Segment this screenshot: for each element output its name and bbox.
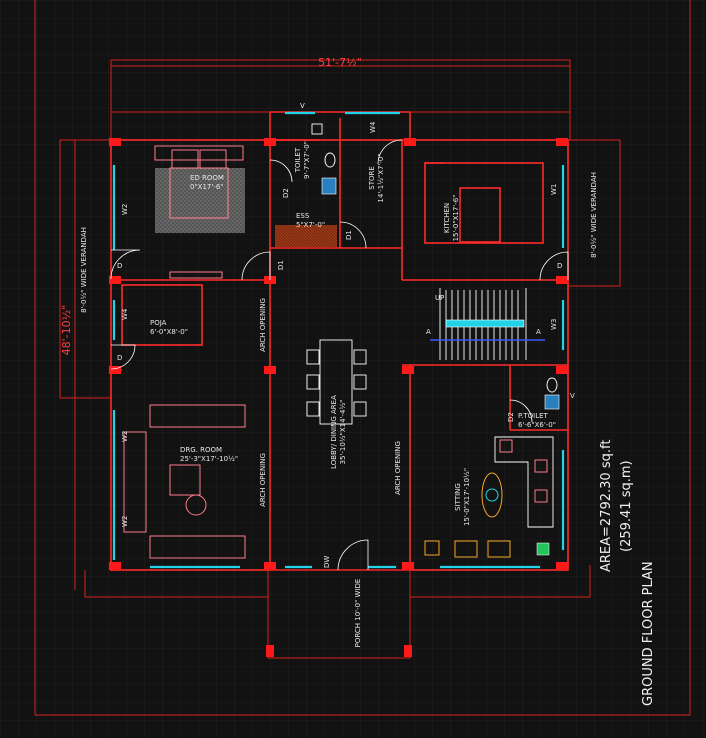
toilet-label: TOILET (294, 147, 302, 173)
door-tag: D (117, 354, 122, 362)
bedroom-bed (154, 145, 245, 279)
door-d2-tag: D2 (282, 188, 290, 198)
plan-title: GROUND FLOOR PLAN (641, 561, 656, 706)
main-staircase (430, 288, 545, 360)
vent-v-tag: V (570, 392, 575, 400)
door-swings (110, 139, 569, 571)
press-size: 5"X7'-0" (296, 221, 325, 229)
window-w4-tag: W4 (369, 121, 377, 133)
store-label: STORE (368, 166, 376, 190)
window-w3-tag: W3 (550, 319, 558, 330)
bedroom-label: ED ROOM (190, 174, 224, 182)
stair-up-tag: UP (435, 294, 444, 302)
depth-dim-label: 48'-10½" (60, 305, 73, 356)
door-dw-tag: DW (323, 556, 331, 568)
depth-dimension: 48'-10½" (60, 140, 76, 590)
section-a-tag: A (536, 328, 541, 336)
window-w2-tag: W2 (121, 204, 129, 215)
room-labels: ED ROOM 0"X17'-6" TOILET 9'-7"X7'-0" STO… (80, 141, 598, 647)
verandah-right-label: 8'-0½" WIDE VERANDAH (590, 172, 598, 258)
pooja-label: POJA (150, 319, 167, 327)
kitchen-size: 15'-0"X17'-6" (452, 195, 460, 242)
arch-opening-tag: ARCH OPENING (259, 453, 267, 507)
porch-label: PORCH 10'-0" WIDE (354, 579, 362, 648)
press-stair (275, 225, 337, 247)
door-d1-tag: D1 (345, 230, 353, 240)
door-tag: D (557, 262, 562, 270)
store-size: 14'-1½"X7'-0" (377, 153, 385, 202)
arch-opening-tag: ARCH OPENING (394, 441, 402, 495)
plan-annotation: AREA=2792.30 sq.ft (259.41 sq.m) GROUND … (599, 440, 656, 706)
drawing-room-sofas (123, 404, 246, 559)
door-d1-tag: D1 (277, 260, 285, 270)
windows (112, 111, 565, 569)
sitting-size: 15'-0"X17'-10½" (463, 468, 471, 526)
width-dimension: 51'-7½" (111, 56, 570, 69)
p-toilet-fixtures (544, 377, 560, 410)
toilet-size: 9'-7"X7'-0" (303, 141, 311, 179)
door-tag: D (117, 262, 122, 270)
drawing-room-label: DRG. ROOM (180, 446, 222, 454)
kitchen-label: KITCHEN (443, 203, 451, 233)
verandah-left-label: 8'-0½" WIDE VERANDAH (80, 227, 88, 313)
p-toilet-label: P.TOILET (518, 412, 549, 420)
bedroom-size: 0"X17'-6" (190, 183, 224, 191)
window-w4-tag: W4 (121, 308, 129, 320)
press-label: ESS (296, 212, 310, 220)
section-a-tag: A (426, 328, 431, 336)
window-w1-tag: W1 (550, 184, 558, 195)
width-dim-label: 51'-7½" (318, 56, 362, 69)
p-toilet-size: 6'-6"X6'-0" (518, 421, 556, 429)
walls (110, 111, 569, 659)
dining-table (306, 339, 367, 425)
pooja-size: 6'-0"X8'-0" (150, 328, 188, 336)
window-w2-tag: W2 (121, 516, 129, 527)
arch-opening-tag: ARCH OPENING (259, 298, 267, 352)
tags: ARCH OPENING ARCH OPENING ARCH OPENING U… (117, 102, 575, 568)
sitting-sofa (424, 436, 554, 558)
lobby-label: LOBBY/ DINING AREA (330, 395, 338, 469)
area-sqft: AREA=2792.30 sq.ft (599, 440, 614, 572)
vent-v-tag: V (300, 102, 305, 110)
door-d2-tag: D2 (507, 412, 515, 422)
drawing-room-size: 25'-3"X17'-10½" (180, 455, 238, 463)
toilet-fixtures (311, 123, 337, 195)
sitting-label: SITTING (454, 483, 462, 511)
window-w2-tag: W2 (121, 431, 129, 442)
lobby-size: 35'-10½"X14'-4½" (339, 400, 347, 465)
area-sqm: (259.41 sq.m) (619, 460, 634, 552)
